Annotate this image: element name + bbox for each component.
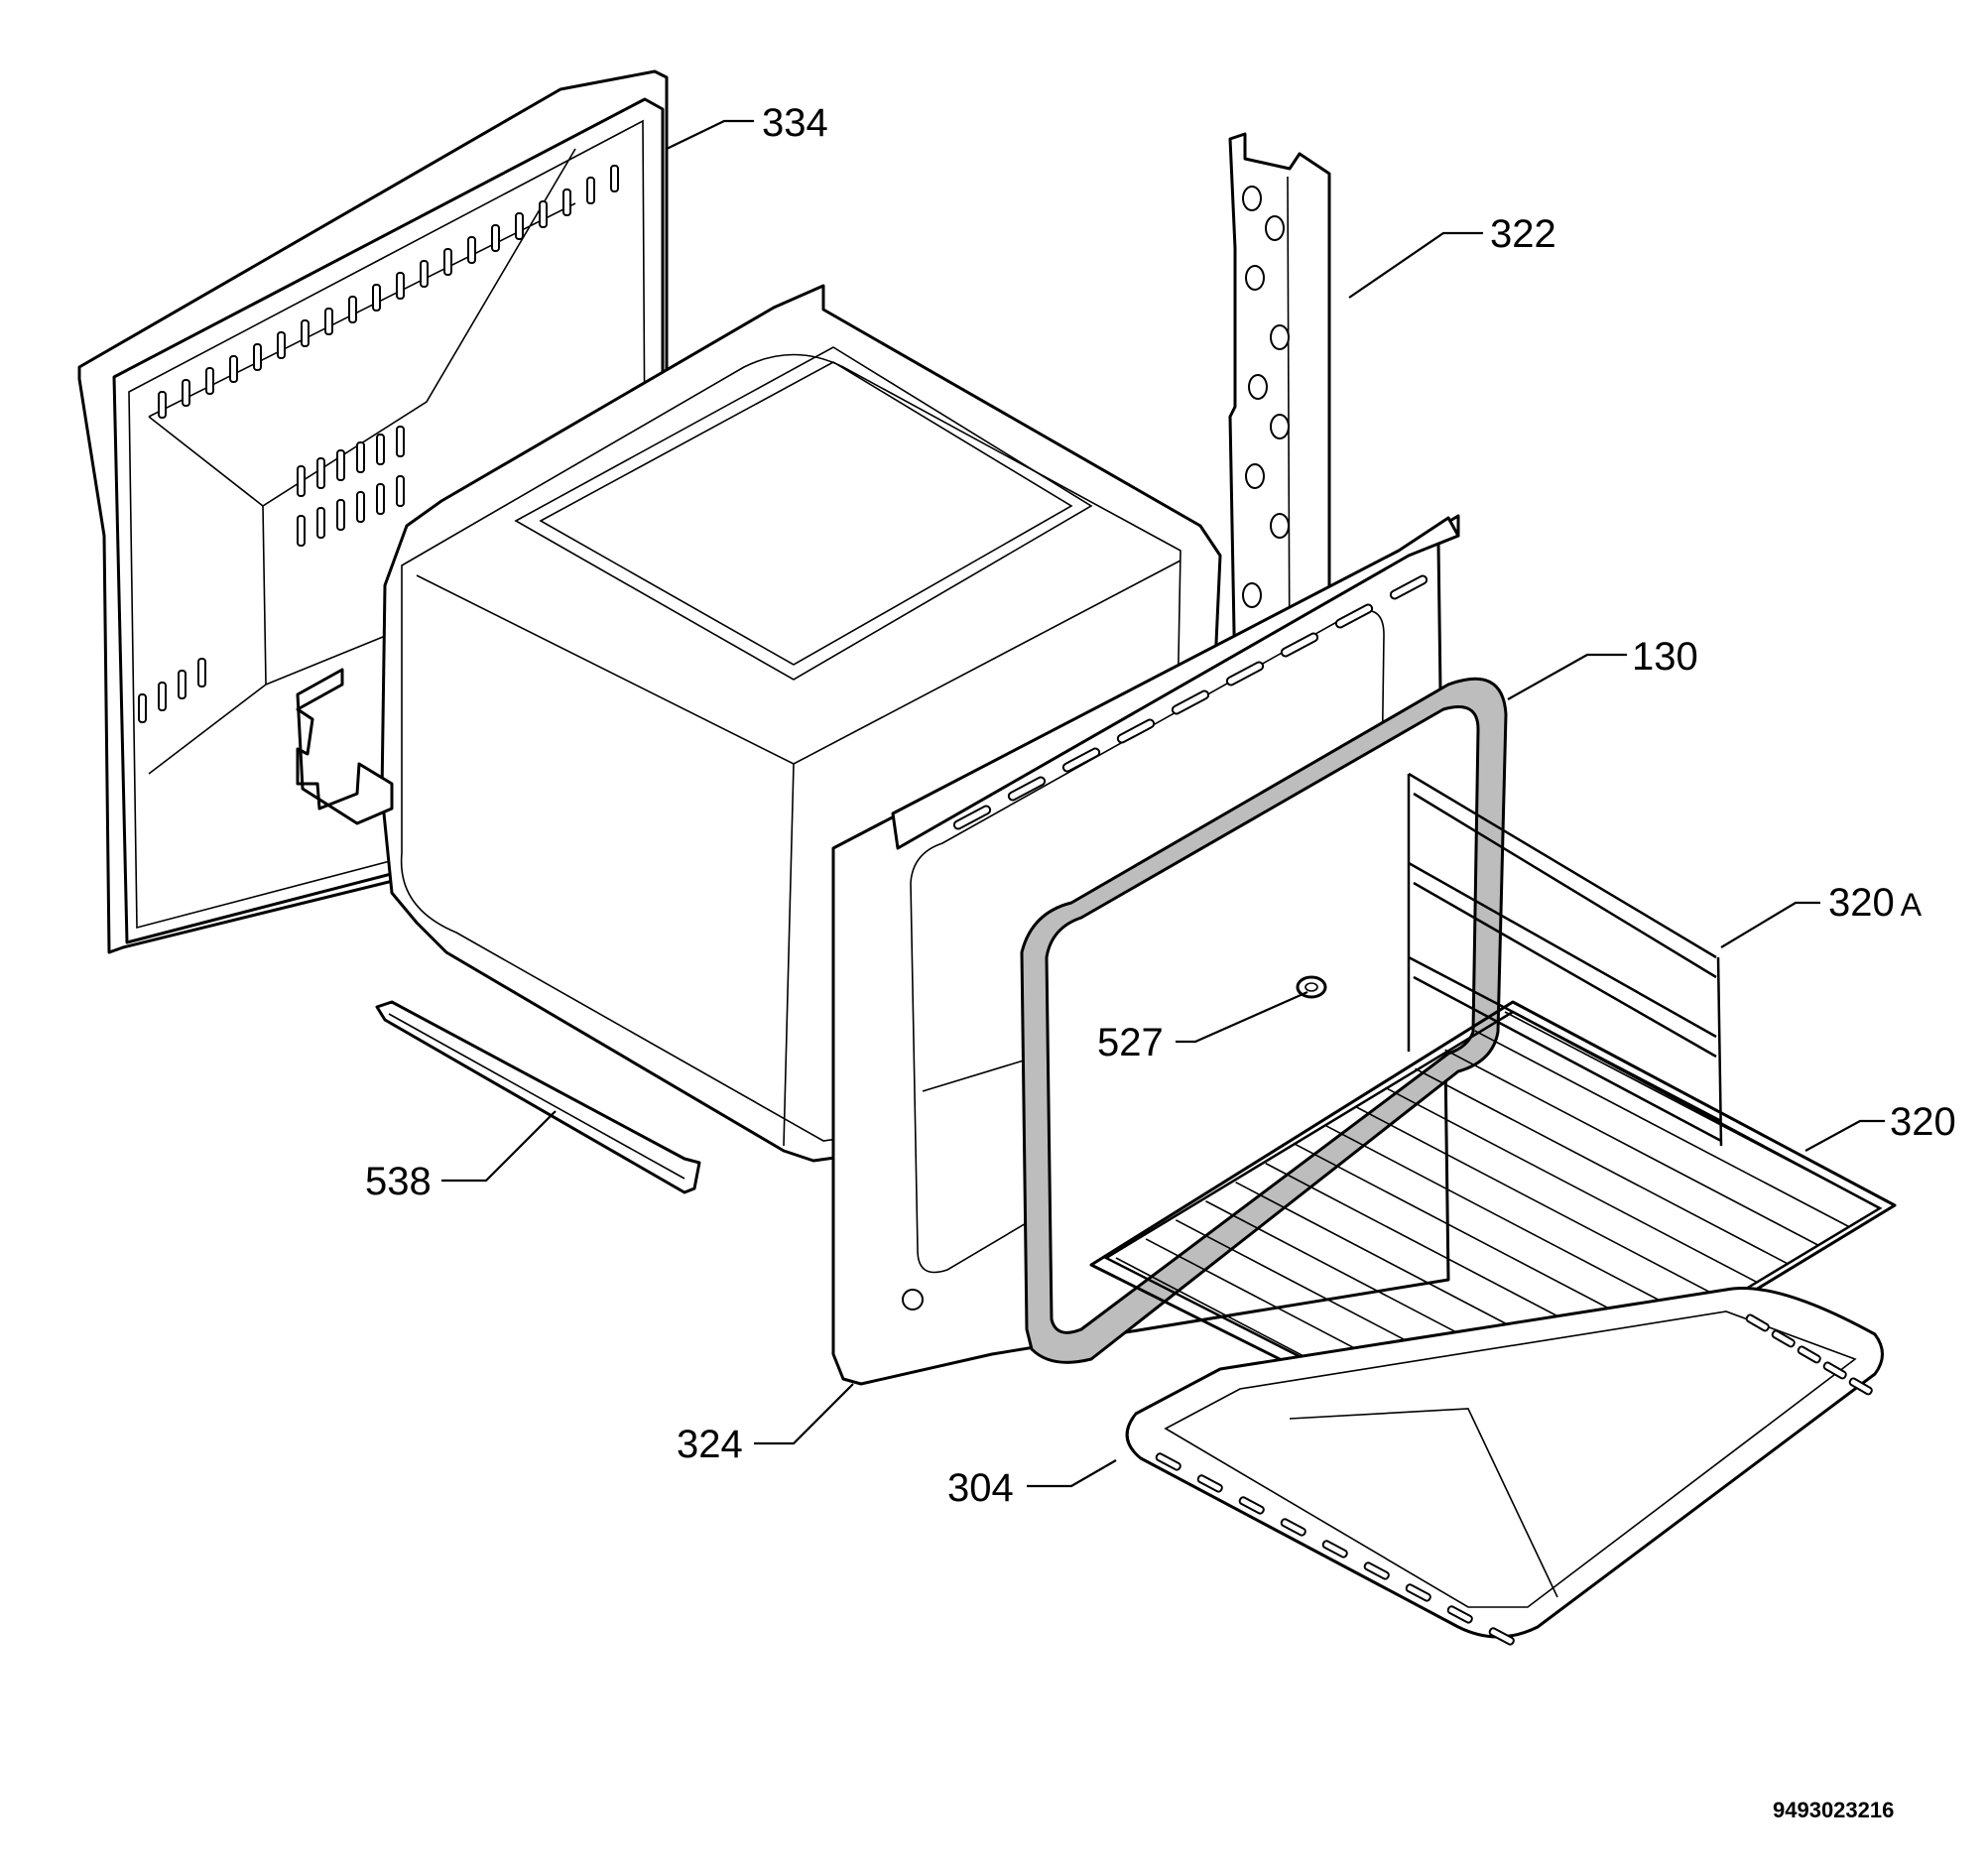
- frame-slot: [1116, 718, 1156, 744]
- callout-527: 527: [1097, 1021, 1164, 1064]
- bracket-hole: [1245, 265, 1265, 291]
- vent-slot: [348, 296, 357, 323]
- tray-slot: [1280, 1518, 1306, 1537]
- shelf-wire: [1444, 1049, 1819, 1246]
- vent-slot: [301, 319, 310, 347]
- vent-slot: [356, 491, 365, 523]
- bracket-hole: [1270, 324, 1290, 350]
- callout-304: 304: [947, 1466, 1014, 1510]
- tray-slot: [1797, 1345, 1821, 1364]
- vent-slot: [610, 165, 619, 192]
- vent-slot: [316, 457, 325, 489]
- shelf-wire: [1385, 1086, 1758, 1284]
- callout-324: 324: [677, 1423, 743, 1466]
- frame-slot: [1007, 776, 1047, 802]
- tray-slot: [1405, 1583, 1431, 1602]
- vent-slot: [178, 670, 186, 699]
- callout-322: 322: [1490, 212, 1556, 256]
- vent-slot: [562, 188, 571, 216]
- vent-slot: [297, 515, 306, 547]
- vent-slot: [376, 434, 385, 465]
- tray-slot: [1321, 1540, 1348, 1559]
- vent-slot: [396, 272, 405, 300]
- frame-slot: [1171, 689, 1210, 715]
- frame-slot: [1061, 747, 1101, 773]
- vent-slot: [376, 483, 385, 515]
- vent-slot: [138, 693, 147, 723]
- callout-130: 130: [1632, 635, 1698, 679]
- tray-slot: [1196, 1474, 1223, 1493]
- shelf-wire: [1295, 1143, 1666, 1339]
- bracket-hole: [1265, 215, 1285, 241]
- tray-slot: [1363, 1561, 1390, 1580]
- side-rack-320A: [1407, 772, 1723, 1147]
- shelf-wire: [1324, 1124, 1696, 1320]
- bracket-hole: [1245, 463, 1265, 489]
- callout-320a-suffix: A: [1900, 887, 1923, 923]
- frame-slot: [1225, 661, 1265, 686]
- vent-slot: [253, 343, 262, 371]
- vent-slot: [158, 682, 167, 711]
- vent-slot: [205, 367, 214, 395]
- vent-slot: [336, 449, 345, 481]
- tray-slot: [1745, 1313, 1770, 1332]
- vent-slot: [539, 200, 548, 228]
- bolt-527: [1296, 975, 1327, 999]
- frame-slot: [1334, 603, 1374, 629]
- vent-slot: [336, 499, 345, 531]
- tray-slot: [1771, 1329, 1796, 1348]
- shelf-wire: [1474, 1030, 1850, 1228]
- bracket-hole: [1242, 186, 1262, 211]
- vent-slot: [229, 355, 238, 383]
- frame-slot: [1389, 574, 1429, 600]
- tray-slot: [1446, 1605, 1473, 1624]
- shelf-wire: [1504, 1011, 1881, 1209]
- vent-slot: [356, 441, 365, 473]
- vent-slot: [297, 465, 306, 497]
- vent-slot: [324, 308, 333, 335]
- vent-slot: [515, 212, 524, 240]
- vent-slot: [182, 379, 190, 407]
- document-number: 9493023216: [1773, 1798, 1895, 1822]
- vent-slot: [316, 507, 325, 539]
- baking-tray-304: [1125, 1286, 1884, 1646]
- tray-slot: [1848, 1377, 1873, 1396]
- bracket-hole: [1248, 374, 1268, 400]
- vent-slot: [158, 391, 167, 419]
- callout-320a-number: 320: [1828, 881, 1895, 925]
- vent-slot: [467, 236, 476, 264]
- vent-slot: [197, 658, 206, 687]
- vent-slot: [491, 224, 500, 252]
- shelf-wire: [1354, 1105, 1727, 1302]
- shelf-wire: [1415, 1067, 1789, 1265]
- tray-slot: [1155, 1452, 1181, 1471]
- tray-slot: [1822, 1361, 1847, 1380]
- vent-slot: [586, 177, 595, 204]
- callout-334: 334: [762, 101, 828, 145]
- leader-lines: [441, 119, 1885, 1488]
- side-bracket-322: [1228, 132, 1331, 706]
- frame-slot: [1280, 632, 1319, 658]
- door-seal-130: [1020, 677, 1508, 1364]
- bracket-hole: [1270, 414, 1290, 439]
- rail-538: [375, 1000, 701, 1194]
- vent-slot: [372, 284, 381, 312]
- vent-slot: [443, 248, 452, 276]
- vent-slot: [396, 426, 405, 457]
- tray-slot: [1238, 1496, 1265, 1515]
- vent-slot: [420, 260, 429, 288]
- callout-320: 320: [1890, 1100, 1956, 1144]
- frame-slot: [952, 805, 992, 830]
- tray-slot: [1488, 1627, 1515, 1646]
- vent-slot: [277, 331, 286, 359]
- bracket-hole: [1270, 513, 1290, 539]
- bracket-hole: [1242, 582, 1262, 608]
- callout-538: 538: [365, 1160, 432, 1203]
- vent-slot: [396, 475, 405, 507]
